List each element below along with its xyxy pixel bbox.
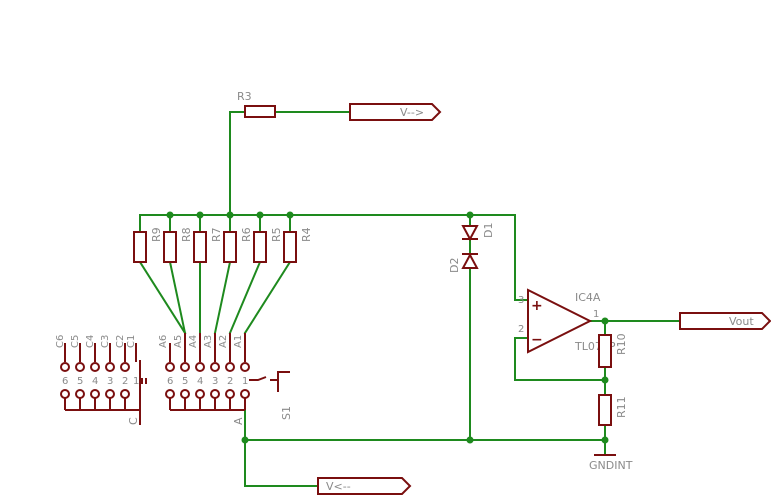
ground-label: GNDINT bbox=[589, 459, 633, 472]
connector-c-label: C1 bbox=[126, 335, 137, 348]
connector-c-pin: 6 bbox=[62, 376, 68, 387]
junctions bbox=[166, 211, 609, 444]
connector-c-label: C4 bbox=[85, 335, 96, 348]
resistor-r6-label: R6 bbox=[240, 227, 253, 242]
diode-d1: D1 bbox=[461, 223, 495, 242]
connector-a-label: A4 bbox=[188, 335, 199, 348]
connector-c-pin: 2 bbox=[122, 376, 128, 387]
port-vout: Vout bbox=[679, 312, 771, 330]
switch-s1: S1 bbox=[249, 371, 293, 420]
port-v-in-bottom: V<-- bbox=[317, 477, 412, 495]
ground-symbol: GNDINT bbox=[589, 454, 633, 472]
opamp-name: IC4A bbox=[575, 291, 601, 304]
opamp-pin-plus: 3 bbox=[518, 295, 524, 306]
resistor-r9: R9 bbox=[133, 227, 163, 263]
opamp-pin-out: 1 bbox=[593, 309, 599, 320]
connector-c-pins: C6 6 C5 5 C4 4 C3 3 C2 2 C1 1 bbox=[55, 335, 139, 410]
connector-c-label: C3 bbox=[100, 335, 111, 348]
connector-a: A6 6 A5 5 A4 4 A3 3 A2 2 A1 1 A bbox=[158, 333, 250, 425]
resistor-r4: R4 bbox=[283, 227, 313, 263]
resistor-r5-label: R5 bbox=[270, 227, 283, 242]
resistor-r8-label: R8 bbox=[180, 227, 193, 242]
resistor-r5: R5 bbox=[253, 227, 283, 263]
connector-c-pin: 3 bbox=[107, 376, 113, 387]
port-v-out-top-label: V--> bbox=[400, 106, 424, 119]
diode-d2: D2 bbox=[448, 252, 479, 273]
connector-c-label: C2 bbox=[115, 335, 126, 348]
connector-a-pin: 1 bbox=[242, 376, 248, 387]
connector-a-label: A3 bbox=[203, 335, 214, 348]
connector-c-label: C6 bbox=[55, 335, 66, 348]
resistor-r10-label: R10 bbox=[615, 333, 628, 355]
connector-c: C6 6 C5 5 C4 4 C3 3 C2 2 C1 1 C bbox=[55, 335, 147, 425]
port-v-in-bottom-label: V<-- bbox=[326, 480, 351, 493]
connector-c-pin: 4 bbox=[92, 376, 98, 387]
connector-c-label: C5 bbox=[70, 335, 81, 348]
connector-a-pin: 3 bbox=[212, 376, 218, 387]
resistor-r3-label: R3 bbox=[237, 90, 252, 103]
connector-a-label: A6 bbox=[158, 335, 169, 348]
resistor-r7-label: R7 bbox=[210, 227, 223, 242]
opamp-pin-minus: 2 bbox=[518, 324, 524, 335]
connector-a-label: A1 bbox=[233, 335, 244, 348]
resistor-r11: R11 bbox=[598, 394, 628, 426]
connector-c-name: C bbox=[127, 417, 140, 425]
resistor-r11-label: R11 bbox=[615, 396, 628, 418]
connector-a-pin: 6 bbox=[167, 376, 173, 387]
resistor-r10: R10 bbox=[598, 333, 628, 368]
connector-c-pin: 1 bbox=[133, 376, 139, 387]
connector-a-label: A2 bbox=[218, 335, 229, 348]
connector-a-pin: 2 bbox=[227, 376, 233, 387]
connector-a-label: A5 bbox=[173, 335, 184, 348]
resistor-r9-label: R9 bbox=[150, 227, 163, 242]
connector-a-pins: A6 6 A5 5 A4 4 A3 3 A2 2 A1 1 bbox=[158, 333, 250, 410]
connector-a-pin: 4 bbox=[197, 376, 203, 387]
resistor-r8: R8 bbox=[163, 227, 193, 263]
port-v-out-top: V--> bbox=[349, 103, 442, 121]
connector-c-pin: 5 bbox=[77, 376, 83, 387]
resistor-r6: R6 bbox=[223, 227, 253, 263]
opamp-plus-sign: + bbox=[531, 298, 543, 314]
resistor-r4-label: R4 bbox=[300, 227, 313, 242]
port-vout-label: Vout bbox=[729, 315, 754, 328]
opamp-minus-sign: − bbox=[531, 332, 543, 348]
resistor-r3: R3 bbox=[237, 90, 276, 118]
resistor-r7: R7 bbox=[193, 227, 223, 263]
switch-s1-label: S1 bbox=[280, 406, 293, 420]
diode-d1-label: D1 bbox=[482, 223, 495, 238]
connector-a-name: A bbox=[232, 417, 245, 425]
connector-a-pin: 5 bbox=[182, 376, 188, 387]
diode-d2-label: D2 bbox=[448, 258, 461, 273]
wires: --> bbox=[138, 111, 681, 487]
